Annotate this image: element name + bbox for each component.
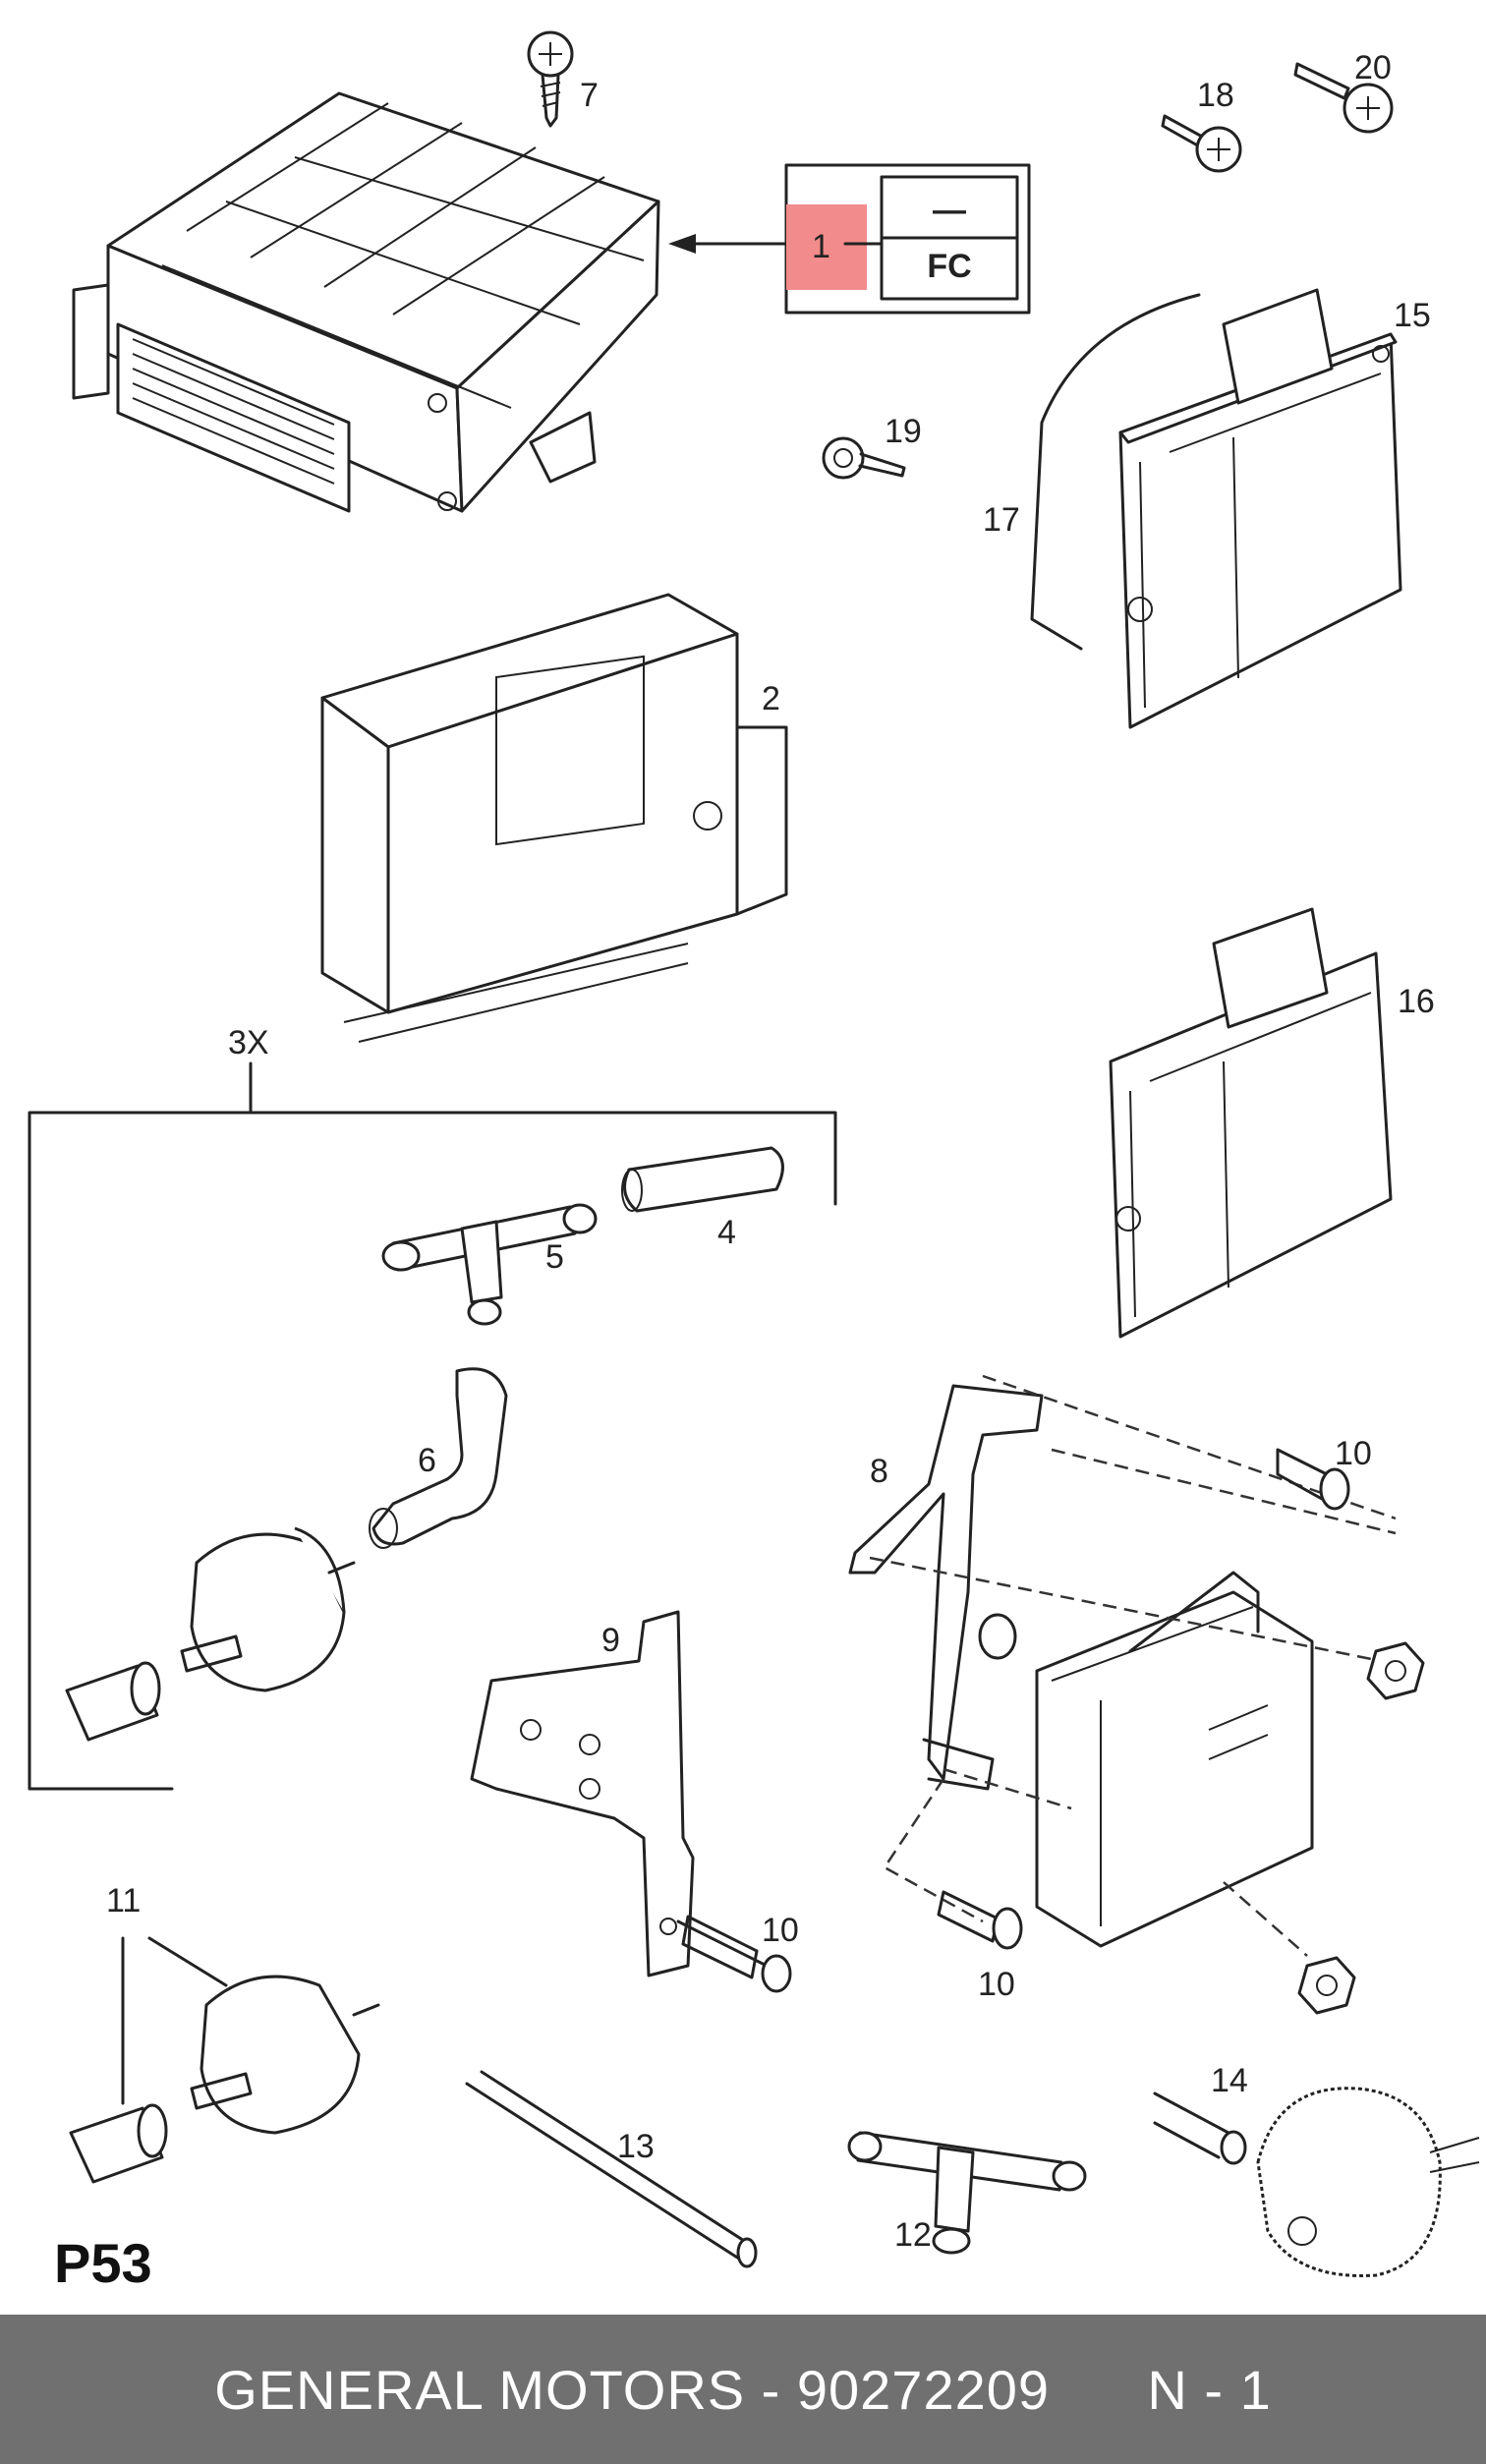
callout-number: 1 (812, 228, 830, 265)
hose-4 (621, 1146, 784, 1213)
label-11: 11 (106, 1882, 141, 1920)
page-code: P53 (54, 2232, 152, 2294)
parts-diagram: 1 — FC 7 18 20 19 17 15 (28, 30, 1480, 2294)
arrow-head-icon (668, 234, 696, 254)
bracket-8 (848, 1384, 1044, 1791)
footer-part-number: 90272209 (796, 2358, 1051, 2421)
screw-10-upper-right (1276, 1448, 1350, 1511)
ecu-module-mounted (1035, 1571, 1314, 1948)
t-connector-5 (381, 1203, 598, 1326)
nut-upper (1366, 1641, 1425, 1700)
screw-10-lower-right (937, 1890, 1023, 1950)
ecu-module-15 (1118, 288, 1402, 729)
label-19: 19 (885, 413, 922, 450)
label-10-upper-right: 10 (1335, 1435, 1372, 1472)
callout-top-dash: — (933, 192, 966, 229)
cap-11 (69, 2103, 168, 2184)
footer-brand: GENERAL MOTORS (214, 2358, 746, 2421)
screw-18 (1161, 114, 1242, 173)
label-10-lower-left: 10 (762, 1912, 799, 1949)
vacuum-valve (180, 1526, 356, 1692)
label-16: 16 (1398, 983, 1435, 1020)
footer-gap (1050, 2359, 1147, 2421)
leader-11 (121, 1936, 228, 2105)
footer-quantity: N - 1 (1147, 2358, 1272, 2421)
washer (978, 1613, 1017, 1660)
t-connector-12 (847, 2131, 1087, 2255)
callout-fc: FC (927, 248, 971, 285)
label-6: 6 (418, 1442, 436, 1479)
nut-lower (1297, 1956, 1356, 2015)
label-20: 20 (1354, 49, 1392, 86)
cap (65, 1661, 161, 1742)
bracket-9 (470, 1610, 695, 1977)
footer-text: GENERAL MOTORS - 90272209 N - 1 (214, 2358, 1272, 2422)
label-3x: 3X (228, 1024, 269, 1061)
wire-17 (1030, 293, 1201, 651)
group-bracket-3x (28, 1061, 837, 1791)
footer-bar: GENERAL MOTORS - 90272209 N - 1 (0, 2315, 1486, 2464)
label-18: 18 (1197, 77, 1234, 114)
hose-14 (1153, 2092, 1247, 2165)
screw-10-lower-left (676, 1915, 792, 1993)
label-8: 8 (870, 1453, 888, 1490)
ecu-module-16 (1109, 907, 1393, 1339)
label-15: 15 (1394, 297, 1431, 334)
label-5: 5 (545, 1238, 564, 1276)
ecu-module-part-1 (72, 91, 660, 513)
label-10-lower-right: 10 (978, 1966, 1015, 2003)
pipe-13 (465, 2070, 758, 2268)
callout-highlight (786, 204, 867, 290)
screw-19 (822, 436, 906, 480)
screw-7 (527, 30, 574, 128)
label-7: 7 (580, 77, 599, 114)
screw-20 (1293, 62, 1394, 134)
label-2: 2 (762, 680, 780, 717)
callout-box: 1 — FC (784, 163, 1031, 315)
vacuum-actuator (1256, 2087, 1480, 2277)
hose-6 (369, 1367, 508, 1549)
ecu-module-part-2 (320, 593, 788, 1043)
vacuum-valve-11 (190, 1975, 380, 2135)
label-17: 17 (983, 501, 1020, 539)
label-14: 14 (1211, 2062, 1248, 2099)
label-9: 9 (601, 1622, 620, 1659)
label-13: 13 (617, 2128, 655, 2165)
assembly-guide-lines (869, 1374, 1406, 1957)
label-12: 12 (894, 2216, 932, 2254)
label-4: 4 (717, 1214, 736, 1251)
footer-separator: - (745, 2358, 797, 2421)
